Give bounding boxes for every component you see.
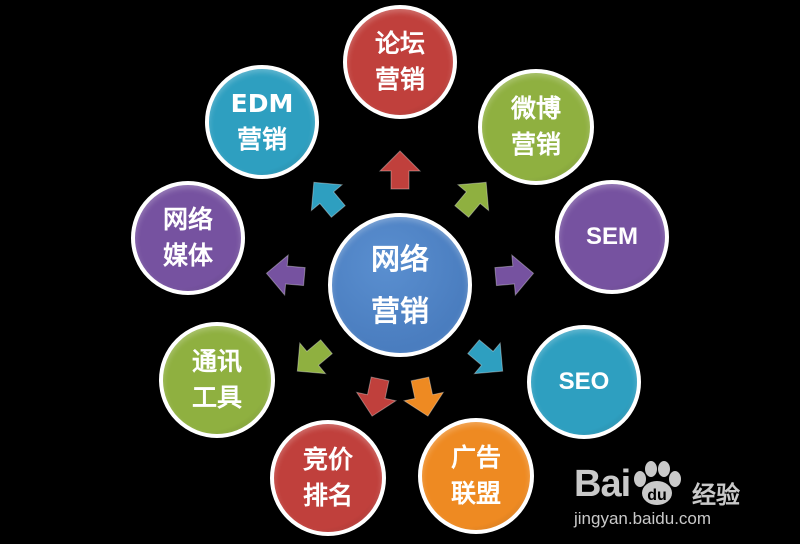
- node-edm-marketing-label: EDM 营销: [230, 89, 294, 154]
- node-bidding-ranking: 竞价 排名: [270, 420, 386, 536]
- node-sem-label: SEM: [585, 223, 638, 250]
- baidu-paw-icon: du: [634, 461, 681, 505]
- node-edm-marketing: EDM 营销: [205, 65, 319, 179]
- node-ad-alliance: 广告 联盟: [418, 418, 534, 534]
- arrow-to-seo-icon: [467, 339, 504, 375]
- node-weibo-marketing: 微博 营销: [478, 69, 594, 185]
- arrow-to-edm-icon: [310, 181, 346, 218]
- node-network-marketing-center: 网络 营销: [328, 213, 472, 357]
- node-ad-alliance-label: 广告 联盟: [450, 443, 501, 508]
- node-im-tools: 通讯 工具: [159, 322, 275, 438]
- arrow-to-ad-alliance-icon: [402, 376, 445, 417]
- node-bidding-ranking-label: 竞价 排名: [302, 445, 353, 510]
- node-network-media-label: 网络 媒体: [162, 205, 213, 270]
- watermark-brand-text: Bai: [574, 463, 631, 505]
- node-seo: SEO: [527, 325, 641, 439]
- arrow-to-weibo-icon: [454, 181, 490, 218]
- node-seo-label: SEO: [558, 368, 610, 395]
- node-network-media: 网络 媒体: [131, 181, 245, 295]
- node-im-tools-label: 通讯 工具: [191, 347, 242, 412]
- arrow-to-sem-icon: [494, 253, 535, 297]
- arrow-to-network-media-icon: [265, 253, 306, 297]
- baidu-jingyan-watermark: Bai du 经验 jingyan.baidu.com: [574, 455, 774, 535]
- node-weibo-marketing-label: 微博 营销: [510, 94, 561, 159]
- watermark-url: jingyan.baidu.com: [574, 509, 712, 528]
- node-sem: SEM: [555, 180, 669, 294]
- arrow-to-forum-icon: [378, 150, 422, 190]
- node-forum-marketing-label: 论坛 营销: [374, 29, 425, 94]
- center-label: 网络 营销: [370, 242, 429, 328]
- arrow-to-im-tools-icon: [296, 339, 333, 375]
- svg-text:du: du: [647, 487, 667, 504]
- arrow-to-bidding-icon: [355, 376, 398, 417]
- node-forum-marketing: 论坛 营销: [343, 5, 457, 119]
- watermark-jingyan-text: 经验: [692, 481, 740, 509]
